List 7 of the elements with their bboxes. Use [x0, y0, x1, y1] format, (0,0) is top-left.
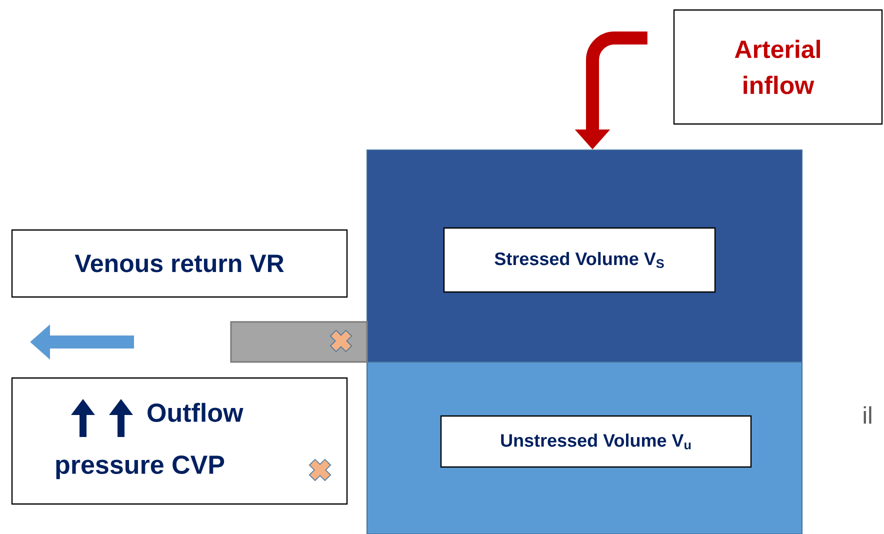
label-box: Venous return VR [11, 229, 348, 298]
text-fragment: il [864, 406, 872, 424]
label-box: Stressed Volume V$_{S}$ [443, 227, 716, 293]
outflow-tube [230, 321, 368, 363]
label-box: Unstressed Volume V$_{u}$ [440, 415, 752, 468]
label-box: Arterial inflow [673, 9, 883, 125]
label-box: Outflow pressure CVP [11, 377, 348, 505]
